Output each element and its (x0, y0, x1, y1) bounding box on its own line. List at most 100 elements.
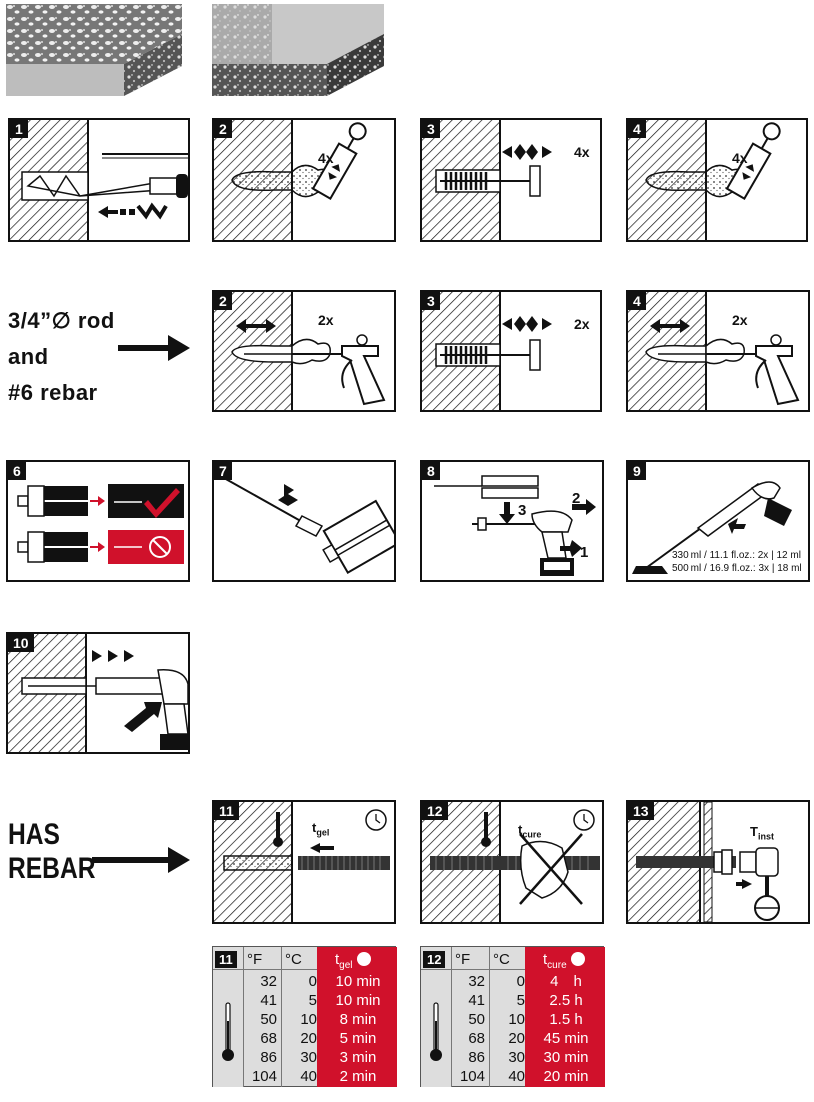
time-cell: 8 min (339, 1011, 377, 1028)
time-cell: 30 min (543, 1049, 589, 1066)
time-cell: 10 min (335, 992, 381, 1009)
step-2-blowout-panel: 2 4x (212, 118, 396, 242)
step-number: 4 (628, 120, 646, 138)
repeat-count: 2x (574, 316, 590, 332)
temp-c-cell: 10 (508, 1011, 525, 1028)
header-c: °C (285, 951, 302, 968)
blow-pump-icon (214, 120, 367, 240)
temp-f-cell: 41 (260, 992, 277, 1009)
blow-pump-icon (628, 120, 781, 240)
temp-f-cell: 32 (468, 973, 485, 990)
step-number: 1 (10, 120, 28, 138)
repeat-count: 4x (732, 150, 748, 166)
rebar-size-label: #6 rebar (8, 380, 98, 405)
volume-note-330: 330 ml / 11.1 fl.oz.: 2x | 12 ml (672, 550, 801, 561)
header-f: °F (247, 951, 263, 968)
temp-c-cell: 40 (508, 1068, 525, 1085)
time-cell: 10 min (335, 973, 381, 990)
temp-f-cell: 50 (260, 1011, 277, 1028)
step-number: 3 (422, 120, 440, 138)
repeat-count: 2x (732, 312, 748, 328)
step-3-brush-panel: 3 4x (420, 118, 602, 242)
masonry-block-icon (212, 4, 384, 96)
step-9-discard-panel: 9 330 ml / 11.1 fl.oz.: 2x | 12 ml 500 m… (626, 460, 810, 582)
temp-f-cell: 104 (251, 1068, 277, 1085)
table-number: 11 (215, 951, 237, 968)
time-cell: 1.5 h (549, 1011, 583, 1028)
temp-f-cell: 32 (260, 973, 277, 990)
repeat-count: 4x (318, 150, 334, 166)
tcure-label: tcure (518, 822, 542, 840)
temp-c-cell: 10 (300, 1011, 317, 1028)
volume-note-500: 500 ml / 16.9 fl.oz.: 3x | 18 ml (672, 563, 802, 574)
step-10-inject-panel: 10 (6, 632, 190, 754)
temp-c-cell: 0 (516, 973, 525, 990)
step-number: 8 (422, 462, 440, 480)
temp-c-cell: 40 (300, 1068, 317, 1085)
step-arrow-label: 3 (518, 502, 527, 519)
step-11-gel-panel: 11 tgel (212, 800, 396, 924)
step-2-air-panel: 2 2x (212, 290, 396, 412)
time-cell: 2 min (339, 1068, 377, 1085)
time-cell: 3 min (339, 1049, 377, 1066)
has-label: HAS (8, 818, 60, 851)
step-number: 13 (628, 802, 654, 820)
temp-c-cell: 5 (516, 992, 525, 1009)
time-cell: 2.5 h (549, 992, 583, 1009)
drill-icon (10, 120, 188, 240)
air-nozzle-icon (628, 292, 800, 410)
cure-time-icon (422, 802, 600, 922)
step-number: 3 (422, 292, 440, 310)
table-row: 50 10 8 min (243, 1011, 397, 1030)
header-c: °C (493, 951, 510, 968)
temp-f-cell: 86 (468, 1049, 485, 1066)
table-number: 12 (423, 951, 446, 968)
temp-c-cell: 5 (308, 992, 317, 1009)
mixer-attach-icon (223, 477, 394, 574)
header-f: °F (455, 951, 471, 968)
step-12-cure-panel: 12 tcure (420, 800, 604, 924)
step-number: 11 (214, 802, 239, 820)
clock-icon (356, 952, 371, 966)
step-arrow-label: 1 (580, 544, 589, 561)
temp-f-cell: 41 (468, 992, 485, 1009)
step-3-brush-panel-rod: 3 2x (420, 290, 602, 412)
air-nozzle-icon (214, 292, 386, 410)
step-number: 4 (628, 292, 646, 310)
inject-icon (8, 634, 188, 752)
rebar-label: REBAR (8, 852, 96, 885)
step-number: 6 (8, 462, 26, 480)
step-4-blowout-panel: 4 4x (626, 118, 808, 242)
repeat-count: 2x (318, 312, 334, 328)
clock-icon (570, 952, 585, 966)
thermometer-icon (222, 1002, 234, 1061)
step-number: 12 (422, 802, 448, 820)
temp-f-cell: 68 (468, 1030, 485, 1047)
concrete-block-icon (6, 4, 182, 96)
and-label: and (8, 344, 49, 369)
thermometer-icon (430, 1002, 442, 1061)
step-6-cartridge-panel: 6 (6, 460, 190, 582)
table-row: 104 40 2 min (243, 1068, 397, 1087)
cartridge-check-icon (17, 484, 184, 564)
step-8-load-panel: 8 2 3 1 (420, 460, 604, 582)
time-cell: 5 min (339, 1030, 377, 1047)
step-number: 10 (8, 634, 34, 652)
step-13-torque-panel: 13 Tinst (626, 800, 810, 924)
step-number: 2 (214, 292, 232, 310)
dispenser-load-icon (434, 475, 596, 576)
arrow-right-icon (92, 847, 190, 873)
step-number: 2 (214, 120, 232, 138)
table-row: 41 5 10 min (243, 992, 397, 1011)
temp-c-cell: 30 (300, 1049, 317, 1066)
